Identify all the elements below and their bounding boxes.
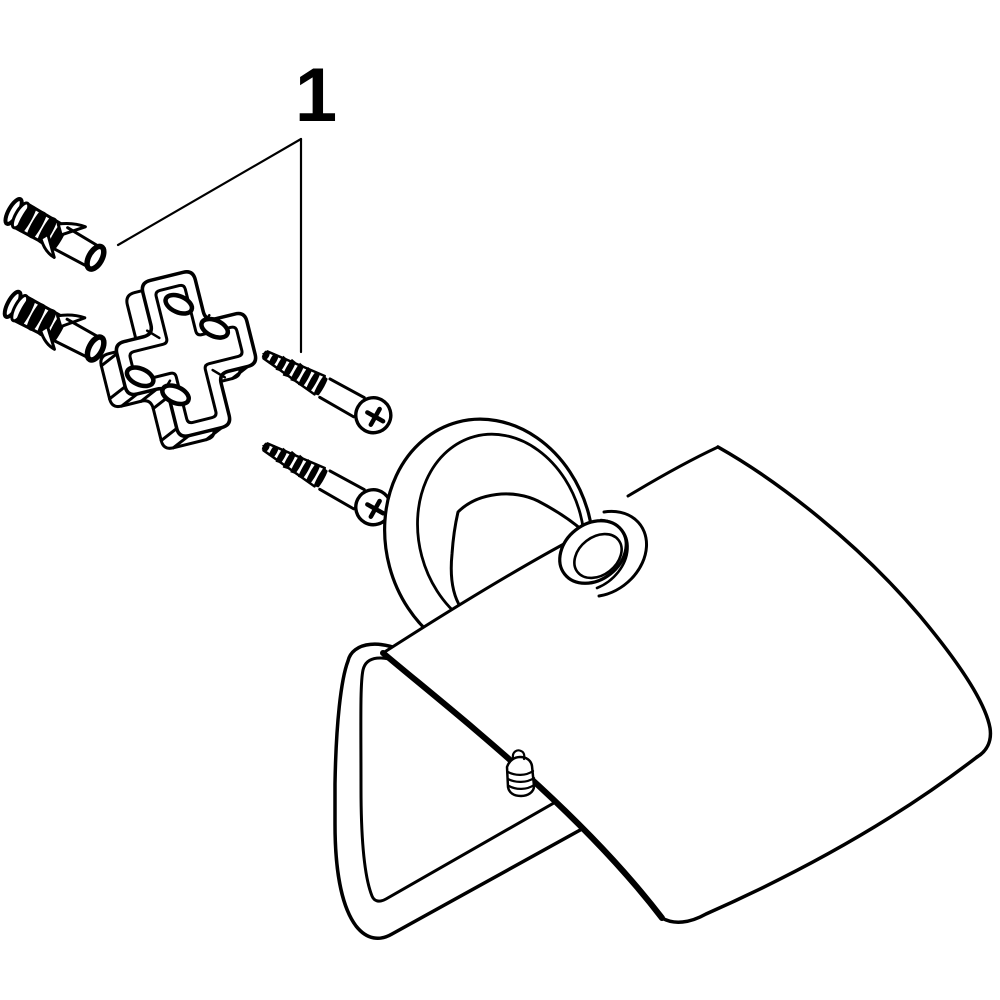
cover-right-edge xyxy=(716,445,993,759)
mounting-plate-side-edges xyxy=(99,352,250,450)
pivot-cap-inner xyxy=(573,532,623,580)
mounting-plate xyxy=(99,270,258,450)
cover-fold-edge-left xyxy=(381,536,577,655)
leader-line-to-anchor xyxy=(116,137,303,247)
cover-fold-edge-right xyxy=(626,445,720,498)
cover-bottom-edge xyxy=(660,755,979,924)
wall-anchor-icon-top xyxy=(0,190,112,279)
set-screw-tip xyxy=(511,749,526,761)
set-screw xyxy=(505,749,536,798)
plate-slot-left xyxy=(124,365,156,389)
callout-1: 1 xyxy=(116,53,337,354)
set-screw-body xyxy=(505,755,536,798)
callout-label: 1 xyxy=(295,53,337,138)
hinge-sleeve-arc-outer xyxy=(597,509,649,598)
hinge-pivot xyxy=(558,509,649,598)
roll-bar-inner-edge xyxy=(359,656,617,903)
cover-surface xyxy=(383,447,991,923)
mounting-plate-inner-contour xyxy=(128,283,244,425)
plate-slot-top xyxy=(163,292,195,316)
plate-slot-bottom xyxy=(160,383,191,407)
set-screw-threads xyxy=(506,769,536,790)
wall-anchor-icon-bottom xyxy=(0,283,112,370)
screw-icon-top xyxy=(253,338,397,439)
plate-slot-right xyxy=(199,316,231,340)
roll-bar-outer-edge xyxy=(333,642,622,940)
roll-holder-bar xyxy=(333,642,622,940)
screw-icon-bottom xyxy=(253,430,397,531)
